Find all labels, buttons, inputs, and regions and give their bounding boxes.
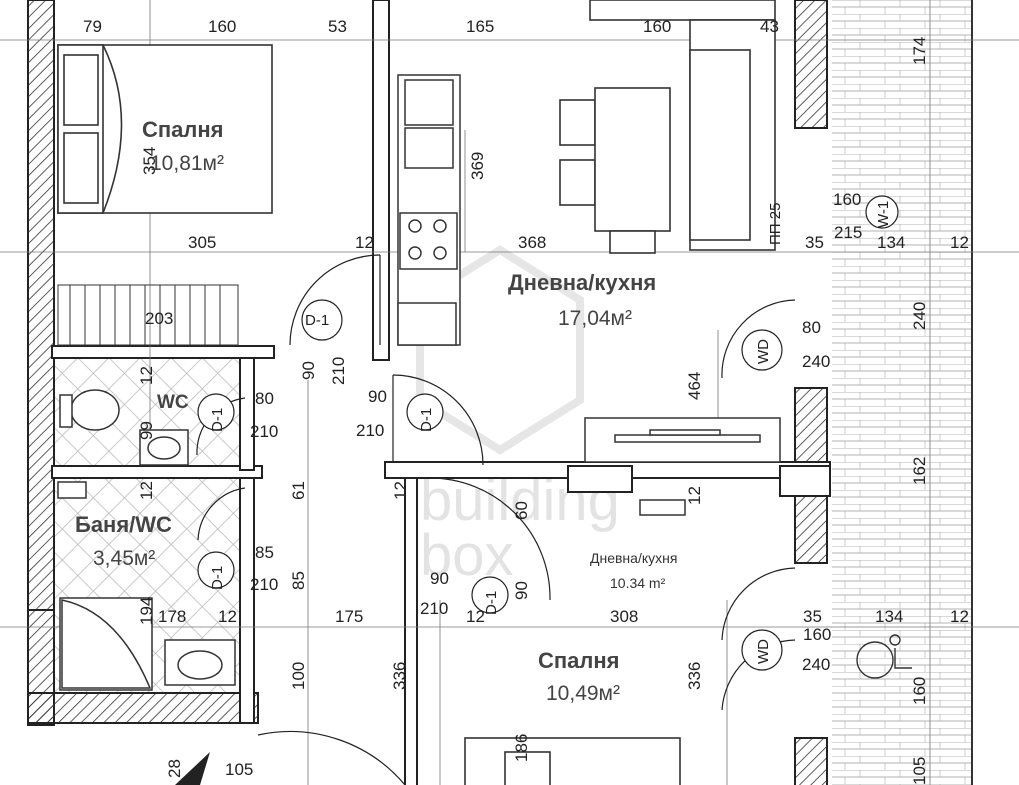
bed-1 <box>57 44 273 214</box>
room-bath-area: 3,45м² <box>93 547 155 570</box>
dim-d3-90: 90 <box>430 569 449 588</box>
dim-wc-99: 99 <box>137 421 156 440</box>
walls <box>27 0 831 785</box>
dim-d2-90: 90 <box>368 387 387 406</box>
dim-85: 85 <box>289 571 308 590</box>
tag-wd-1: WD <box>755 339 772 364</box>
room-bed1-name: Спалня <box>142 117 224 142</box>
dim-bath-210: 210 <box>250 575 278 594</box>
dim-top-43: 43 <box>760 17 779 36</box>
dim-368: 368 <box>518 233 546 252</box>
room-labels: Спалня 10,81м² Дневна/кухня 17,04м² Баня… <box>75 117 677 705</box>
dim-203: 203 <box>145 309 173 328</box>
dim-c12: 12 <box>391 481 410 500</box>
room-living2-name: Дневна/кухня <box>590 550 677 566</box>
dim-top-165: 165 <box>466 17 494 36</box>
dim-right-174: 174 <box>910 37 929 65</box>
dim-wc-12b: 12 <box>137 481 156 500</box>
room-living2-area: 10.34 m² <box>610 575 666 591</box>
dim-c12b: 12 <box>685 486 704 505</box>
room-living-name: Дневна/кухня <box>508 270 656 295</box>
dim-194: 194 <box>137 597 156 625</box>
dim-336b: 336 <box>685 662 704 690</box>
tag-door-1: D-1 <box>305 312 329 329</box>
dim-100: 100 <box>289 662 308 690</box>
dim-336a: 336 <box>390 662 409 690</box>
dim-61: 61 <box>289 481 308 500</box>
dim-12b: 12 <box>950 233 969 252</box>
dim-kitchen-369: 369 <box>468 152 487 180</box>
element-tags: D-1 D-1 D-1 D-1 D-1 WD WD W-1 ПП 25 <box>197 195 899 671</box>
dim-wd2-240: 240 <box>802 655 830 674</box>
dim-top-53: 53 <box>328 17 347 36</box>
dim-12d: 12 <box>950 607 969 626</box>
door-swings <box>196 254 796 785</box>
dim-160a: 160 <box>833 190 861 209</box>
dim-right-162: 162 <box>910 457 929 485</box>
tag-window-1: W-1 <box>875 201 892 228</box>
room-living-area: 17,04м² <box>558 307 632 330</box>
dim-wc-12: 12 <box>137 366 156 385</box>
room-bed2-area: 10,49м² <box>546 682 620 705</box>
dim-175: 175 <box>335 607 363 626</box>
dim-305: 305 <box>188 233 216 252</box>
north-arrow <box>175 752 210 785</box>
dim-wc-210: 210 <box>250 422 278 441</box>
dim-134a: 134 <box>877 233 905 252</box>
dim-35b: 35 <box>803 607 822 626</box>
dim-134b: 134 <box>875 607 903 626</box>
dim-wd2-160: 160 <box>803 625 831 644</box>
bed-2 <box>464 737 681 785</box>
dim-d1-90: 90 <box>299 361 318 380</box>
room-bed1-area: 10,81м² <box>150 152 224 175</box>
dim-12c: 12 <box>218 607 237 626</box>
dim-right-160: 160 <box>910 677 929 705</box>
wheelchair-symbol <box>856 634 912 679</box>
dim-35a: 35 <box>805 233 824 252</box>
dim-28: 28 <box>165 759 184 778</box>
dining-set <box>559 0 776 254</box>
tag-door-wc: D-1 <box>209 408 226 432</box>
dim-top-79: 79 <box>83 17 102 36</box>
wardrobe <box>57 284 239 346</box>
dim-178: 178 <box>158 607 186 626</box>
dim-186: 186 <box>512 734 531 762</box>
dimension-labels: 79 160 53 165 160 43 174 240 162 160 105… <box>83 17 969 785</box>
dim-12a: 12 <box>355 233 374 252</box>
dim-d2-210: 210 <box>356 421 384 440</box>
kitchen-counter <box>397 74 461 346</box>
dim-105: 105 <box>225 760 253 779</box>
tag-door-hall: D-1 <box>418 408 435 432</box>
watermark-line2: box <box>420 523 514 588</box>
dim-d1-210: 210 <box>329 357 348 385</box>
dim-bath-85: 85 <box>255 543 274 562</box>
dim-top-160b: 160 <box>643 17 671 36</box>
dim-d3-90v: 90 <box>512 581 531 600</box>
dim-wd-240: 240 <box>802 352 830 371</box>
dim-top-160a: 160 <box>208 17 236 36</box>
tag-sill: ПП 25 <box>767 203 784 245</box>
tv-unit <box>584 417 781 516</box>
dim-bed1-354: 354 <box>140 147 159 175</box>
dim-wc-80: 80 <box>255 389 274 408</box>
dim-d3-210: 210 <box>420 599 448 618</box>
dim-right-240: 240 <box>910 302 929 330</box>
dim-d3-12: 12 <box>466 607 485 626</box>
terrace-deck <box>832 0 972 785</box>
room-bed2-name: Спалня <box>538 648 620 673</box>
dim-c60: 60 <box>512 501 531 520</box>
tag-wd-2: WD <box>755 639 772 664</box>
room-bath-name: Баня/WC <box>75 512 172 537</box>
dim-215: 215 <box>834 223 862 242</box>
dim-464: 464 <box>685 372 704 400</box>
dim-wd-80: 80 <box>802 318 821 337</box>
room-wc-name: WC <box>157 392 189 413</box>
dim-308: 308 <box>610 607 638 626</box>
wc-fixtures <box>57 389 236 691</box>
tag-door-bath: D-1 <box>209 566 226 590</box>
tag-door-bed2: D-1 <box>483 591 500 615</box>
dim-right-105: 105 <box>910 757 929 785</box>
